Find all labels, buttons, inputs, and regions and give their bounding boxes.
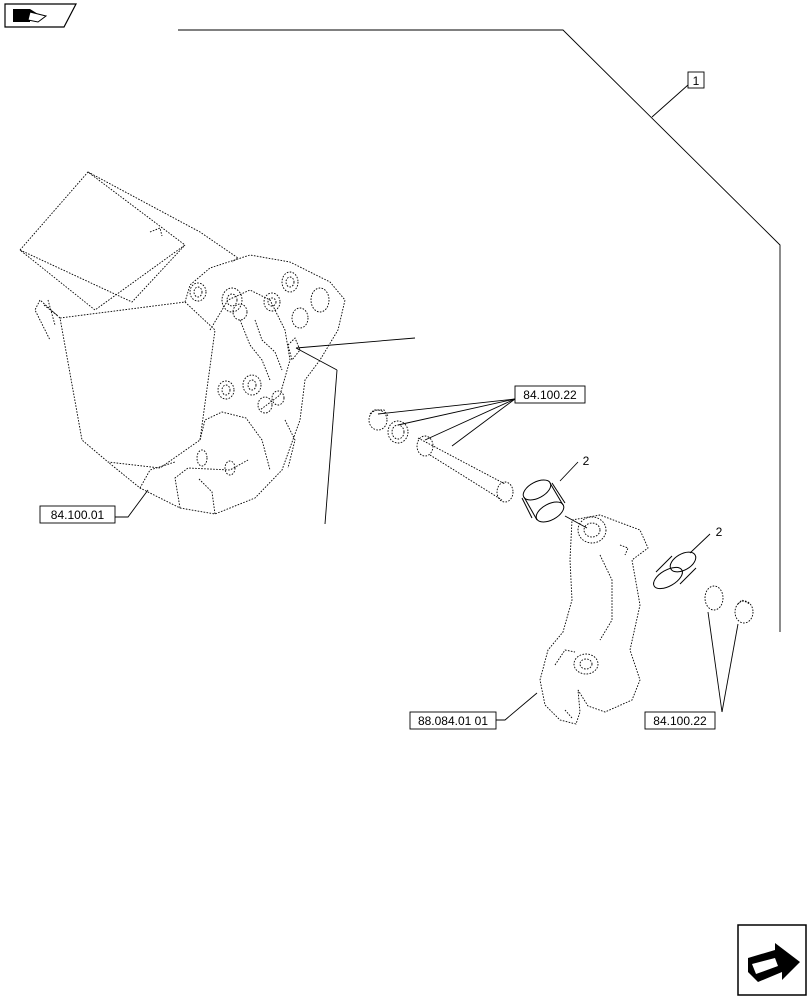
page-forward-icon[interactable]	[737, 924, 807, 996]
callout-label: 88.084.01 01	[418, 714, 488, 728]
callout-84-100-01[interactable]: 84.100.01	[39, 489, 149, 524]
callout-84-100-22-bottom[interactable]: 84.100.22	[644, 611, 739, 730]
callout-88-084-01-01[interactable]: 88.084.01 01	[409, 692, 538, 730]
callout-label: 84.100.01	[51, 508, 105, 522]
clips-right	[704, 585, 754, 624]
section-lines	[295, 337, 416, 525]
pin-assembly	[368, 409, 514, 503]
bucket-assembly	[19, 171, 346, 515]
link-part	[539, 514, 649, 725]
item-number-2: 2	[583, 454, 590, 468]
callout-label: 84.100.22	[653, 714, 707, 728]
callout-84-100-22-top[interactable]: 84.100.22	[377, 385, 586, 447]
bushing-left: 2	[521, 454, 590, 523]
bushing-right: 2	[653, 525, 723, 590]
page-back-icon[interactable]	[4, 3, 77, 28]
callout-label: 84.100.22	[523, 388, 577, 402]
item-number-1: 1	[693, 74, 700, 88]
group-bracket: 1	[178, 29, 781, 632]
item-number-2: 2	[716, 525, 723, 539]
bushing-axis-line	[564, 515, 588, 529]
